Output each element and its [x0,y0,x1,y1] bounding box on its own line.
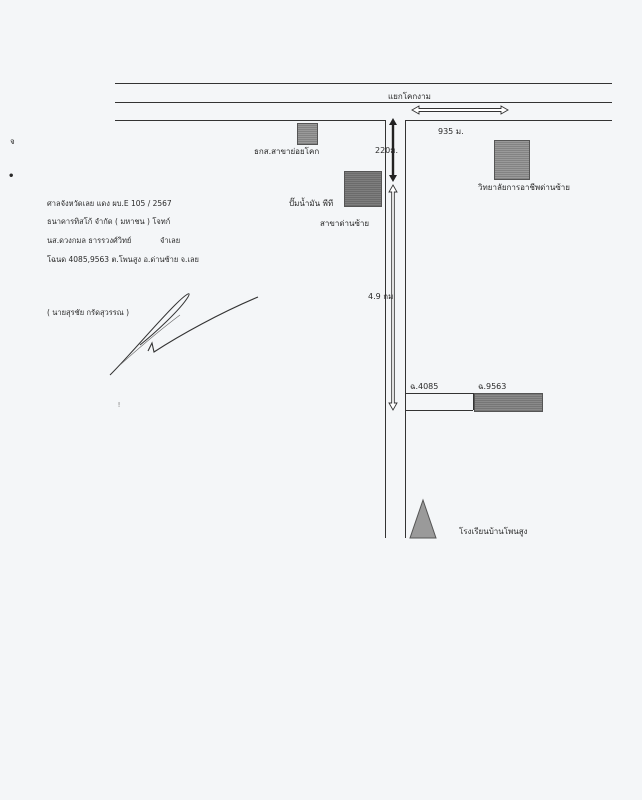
distance-220-label: 220ม. [375,146,399,155]
scan-mark: จ [10,137,15,146]
danzai-branch-label: สาขาด่านซ้าย [320,219,370,228]
scan-mark: • [8,171,15,182]
baac-branch-label: ธกส.สาขาย่อยโคก [254,147,320,156]
plot-9563-box [474,393,543,412]
case-info-line3-role: จำเลย [160,236,181,245]
signer-name: ( นายสุรชัย กรัดสุวรรณ ) [47,308,130,317]
signature [109,293,259,376]
gas-station-box [344,171,382,207]
distance-935-label: 935 ม. [438,127,464,136]
plot-9563-label: ฉ.9563 [478,382,507,391]
case-info-line1: ศาลจังหวัดเลย แดง ผบ.E 105 / 2567 [47,199,172,208]
school-triangle-icon [409,498,437,539]
distance-arrow-49km [388,184,398,411]
junction-label: แยกโคกงาม [388,92,431,101]
main-road-bottom-line-right [406,120,612,121]
college-box [494,140,530,180]
college-label: วิทยาลัยการอาชีพด่านซ้าย [478,183,570,192]
distance-arrow-horizontal [411,105,509,115]
main-road-top-line [115,83,612,84]
case-info-line4: โฉนด 4085,9563 ต.โพนสูง อ.ด่านซ้าย จ.เลย [47,255,199,264]
plot-access-line [405,393,473,394]
plot-4085-label: ฉ.4085 [410,382,439,391]
main-road-mid-line [115,102,612,103]
gas-station-label: ปั๊มน้ำมัน พีที [289,199,334,208]
case-info-line2: ธนาคารทิสโก้ จำกัด ( มหาชน ) โจทก์ [47,217,171,226]
main-road-bottom-line-left [115,120,386,121]
distance-arrow-220 [389,118,397,182]
distance-49-label: 4.9 กม [368,292,394,301]
case-info-line3-name: นส.ดวงกมล ธารรวงศ์วิทย์ [47,236,132,245]
plot-4085-box [473,393,474,410]
scan-mark: ǃ [118,401,121,409]
baac-branch-box [297,123,318,145]
side-road-left-line [385,120,386,538]
side-road-right-line [405,120,406,538]
plot-access-line-bottom [405,410,473,411]
school-label: โรงเรียนบ้านโพนสูง [459,527,528,536]
